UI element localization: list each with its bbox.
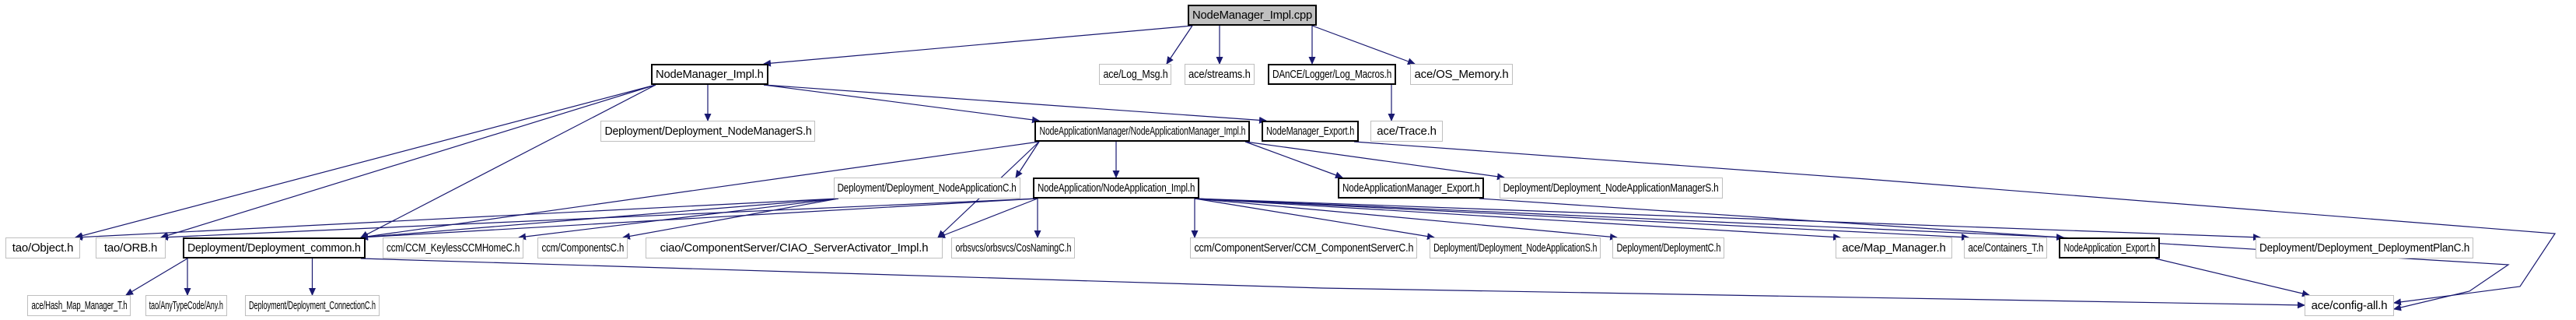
graph-node-na-export[interactable]: NodeApplication_Export.h: [2059, 237, 2160, 258]
graph-node-map-mgr: ace/Map_Manager.h: [1836, 237, 1952, 258]
graph-edge-nam-impl-to-nams: [1244, 141, 1505, 181]
graph-node-ccm-cs: ccm/ComponentServer/CCM_ComponentServerC…: [1190, 237, 1417, 258]
graph-node-label: ace/Hash_Map_Manager_T.h: [30, 299, 128, 312]
graph-node-any: tao/AnyTypeCode/Any.h: [145, 295, 227, 316]
graph-edge-nac-to-keyless: [518, 198, 839, 241]
graph-node-label: tao/Object.h: [12, 241, 74, 255]
graph-node-connc: Deployment/Deployment_ConnectionC.h: [245, 295, 380, 316]
graph-node-label: tao/ORB.h: [103, 241, 158, 255]
graph-edge-nam-impl-to-nac: [1015, 141, 1040, 178]
graph-edge-na-export-to-config: [2154, 258, 2310, 297]
graph-node-nm-export[interactable]: NodeManager_Export.h: [1262, 121, 1359, 142]
graph-node-label: NodeApplicationManager/NodeApplicationMa…: [1039, 125, 1245, 138]
graph-node-label: NodeApplication/NodeApplication_Impl.h: [1037, 181, 1195, 195]
graph-edge-nam-export-to-config: [1479, 198, 2510, 311]
graph-node-tao-object: tao/Object.h: [5, 237, 80, 258]
graph-node-planc: Deployment/Deployment_DeploymentPlanC.h: [2256, 237, 2473, 258]
graph-node-label: ace/Trace.h: [1377, 125, 1437, 138]
graph-edge-root-to-nm-impl-h: [763, 25, 1193, 67]
graph-node-nms: Deployment/Deployment_NodeManagerS.h: [600, 121, 815, 142]
graph-node-label: Deployment/Deployment_NodeApplicationC.h: [838, 181, 1017, 195]
graph-node-nam-export[interactable]: NodeApplicationManager_Export.h: [1338, 178, 1484, 199]
graph-edge-nm-export-to-config: [1353, 141, 2557, 306]
graph-node-label: NodeManager_Export.h: [1265, 125, 1355, 138]
graph-node-label: ace/Log_Msg.h: [1103, 68, 1167, 81]
graph-node-label: ace/config-all.h: [2311, 299, 2388, 312]
graph-edge-nm-impl-h-to-tao-orb: [160, 84, 656, 239]
graph-edge-root-to-log-msg: [1166, 25, 1193, 65]
graph-node-common[interactable]: Deployment/Deployment_common.h: [183, 237, 366, 258]
graph-edge-nac-to-componentsc: [622, 198, 839, 240]
graph-node-label: ace/streams.h: [1188, 68, 1251, 81]
graph-node-label: NodeApplication_Export.h: [2063, 241, 2155, 255]
graph-node-label: ace/OS_Memory.h: [1414, 68, 1509, 81]
graph-edge-nm-impl-h-to-nam-impl: [763, 84, 1040, 124]
graph-edge-na-impl-to-map-mgr: [1194, 198, 1841, 241]
graph-node-na-impl[interactable]: NodeApplication/NodeApplication_Impl.h: [1033, 178, 1199, 199]
graph-node-componentsc: ccm/ComponentsC.h: [537, 237, 628, 258]
graph-node-label: Deployment/Deployment_DeploymentPlanC.h: [2259, 241, 2470, 255]
graph-node-log-macros[interactable]: DAnCE/Logger/Log_Macros.h: [1268, 64, 1396, 85]
graph-edge-nm-impl-h-to-nm-export: [763, 84, 1267, 124]
graph-edge-nam-impl-to-common: [360, 141, 1040, 241]
graph-node-nam-impl[interactable]: NodeApplicationManager/NodeApplicationMa…: [1034, 121, 1250, 142]
graph-node-label: Deployment/Deployment_NodeManagerS.h: [604, 125, 811, 138]
graph-node-nams: Deployment/Deployment_NodeApplicationMan…: [1500, 178, 1723, 199]
graph-edge-nac-to-tao-object: [75, 198, 839, 241]
graph-edge-na-impl-to-tao-orb: [160, 198, 1038, 241]
graph-node-nac: Deployment/Deployment_NodeApplicationC.h: [834, 178, 1020, 199]
graph-edge-na-impl-to-nas: [1194, 198, 1435, 240]
graph-node-label: tao/AnyTypeCode/Any.h: [149, 299, 224, 312]
graph-node-log-msg: ace/Log_Msg.h: [1099, 64, 1171, 85]
graph-edge-na-impl-to-activator: [937, 198, 1038, 238]
graph-node-tao-orb: tao/ORB.h: [96, 237, 166, 258]
graph-node-label: NodeManager_Impl.cpp: [1192, 9, 1313, 22]
graph-node-nm-impl-h[interactable]: NodeManager_Impl.h: [651, 64, 768, 85]
graph-edge-common-to-hashmap: [125, 258, 188, 296]
graph-edge-nam-impl-to-nam-export: [1244, 141, 1343, 179]
graph-node-config: ace/config-all.h: [2305, 295, 2394, 316]
graph-edge-nm-impl-h-to-tao-object: [75, 84, 656, 240]
graph-node-streams: ace/streams.h: [1185, 64, 1255, 85]
graph-edge-na-impl-to-containers: [1194, 198, 1969, 241]
graph-edge-common-to-config: [360, 258, 2305, 309]
graph-node-nas: Deployment/Deployment_NodeApplicationS.h: [1430, 237, 1601, 258]
graph-edge-na-impl-to-common: [360, 198, 1038, 241]
graph-node-containers: ace/Containers_T.h: [1964, 237, 2047, 258]
graph-node-label: ciao/ComponentServer/CIAO_ServerActivato…: [660, 241, 929, 255]
graph-node-label: ccm/CCM_KeylessCCMHomeC.h: [386, 241, 520, 255]
graph-node-hashmap: ace/Hash_Map_Manager_T.h: [27, 295, 131, 316]
graph-node-label: orbsvcs/orbsvcs/CosNamingC.h: [955, 241, 1071, 255]
graph-node-activator: ciao/ComponentServer/CIAO_ServerActivato…: [646, 237, 943, 258]
graph-edge-na-impl-to-planc: [1194, 198, 2261, 241]
graph-node-label: Deployment/DeploymentC.h: [1616, 241, 1720, 255]
graph-node-trace: ace/Trace.h: [1370, 121, 1443, 142]
graph-node-depc: Deployment/DeploymentC.h: [1612, 237, 1724, 258]
graph-edge-nm-impl-h-to-common: [360, 84, 656, 238]
graph-node-label: ccm/ComponentsC.h: [541, 241, 624, 255]
graph-node-label: Deployment/Deployment_NodeApplicationMan…: [1503, 181, 1719, 195]
graph-node-label: NodeManager_Impl.h: [656, 68, 764, 81]
graph-node-label: DAnCE/Logger/Log_Macros.h: [1272, 68, 1392, 81]
graph-node-label: Deployment/Deployment_NodeApplicationS.h: [1433, 241, 1598, 255]
graph-node-keyless: ccm/CCM_KeylessCCMHomeC.h: [383, 237, 523, 258]
graph-node-label: ace/Map_Manager.h: [1842, 241, 1946, 255]
graph-node-cosnaming: orbsvcs/orbsvcs/CosNamingC.h: [951, 237, 1075, 258]
graph-node-root: NodeManager_Impl.cpp: [1188, 5, 1317, 26]
graph-node-os-memory: ace/OS_Memory.h: [1410, 64, 1513, 85]
graph-edge-na-impl-to-depc: [1194, 198, 1618, 241]
graph-node-label: NodeApplicationManager_Export.h: [1342, 181, 1480, 195]
graph-edge-root-to-os-memory: [1311, 25, 1416, 65]
graph-edge-na-impl-to-na-export: [1194, 198, 2064, 241]
graph-node-label: ccm/ComponentServer/CCM_ComponentServerC…: [1194, 241, 1413, 255]
graph-node-label: Deployment/Deployment_ConnectionC.h: [249, 299, 376, 312]
graph-node-label: Deployment/Deployment_common.h: [187, 241, 361, 255]
graph-node-label: ace/Containers_T.h: [1968, 241, 2043, 255]
